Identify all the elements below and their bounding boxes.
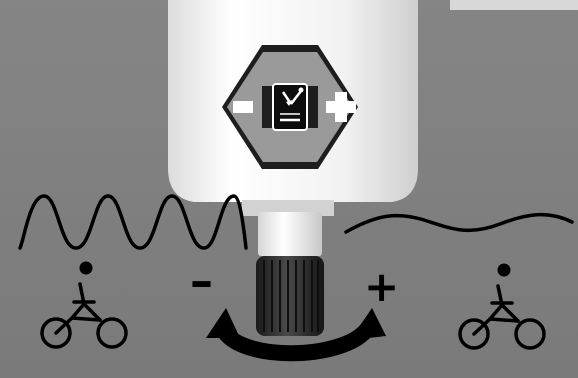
top-right-corner-panel xyxy=(450,0,578,10)
shock-stem xyxy=(258,212,322,256)
suspension-compression-icon xyxy=(273,84,307,130)
minus-icon xyxy=(233,101,253,113)
decrease-sign: – xyxy=(190,258,213,304)
increase-sign: + xyxy=(364,266,399,308)
adjuster-knob[interactable] xyxy=(256,256,324,336)
